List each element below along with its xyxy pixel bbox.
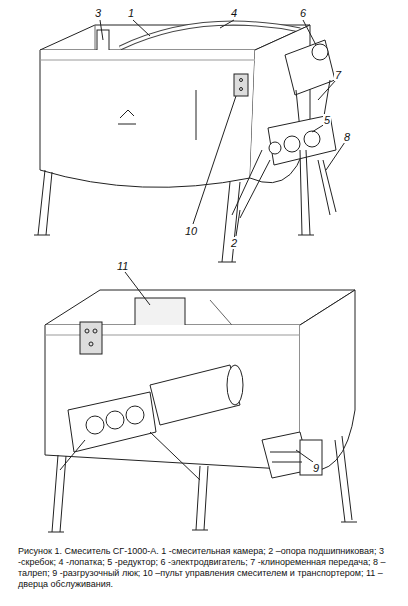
callout-number: 7: [334, 69, 342, 81]
callout-number: 8: [343, 131, 351, 143]
callout-number: 3: [94, 7, 102, 19]
figure-caption: Рисунок 1. Смеситель СГ-1000-А. 1 -смеси…: [18, 546, 396, 590]
callout-number: 1: [127, 7, 135, 19]
leader-lines: [100, 20, 345, 462]
callout-number: 11: [116, 260, 129, 272]
callout-number: 5: [323, 114, 331, 126]
mixer-bottom-view: [45, 290, 357, 532]
callout-number: 9: [312, 462, 320, 474]
callout-number: 6: [299, 7, 307, 19]
callout-number: 4: [230, 7, 238, 19]
mixer-top-view: [34, 23, 336, 262]
callout-number: 2: [230, 237, 238, 249]
callout-number: 10: [184, 225, 198, 237]
